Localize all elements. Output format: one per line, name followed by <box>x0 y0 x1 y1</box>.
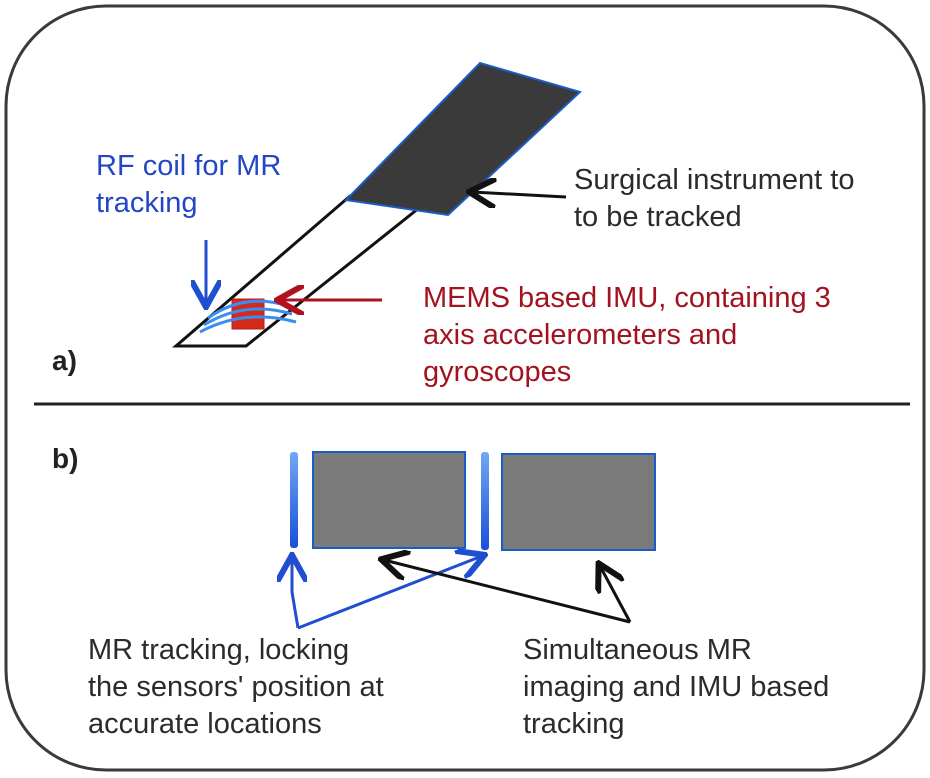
instrument-label-line: to be tracked <box>574 201 742 233</box>
simultaneous-arrow-2 <box>600 566 632 623</box>
mr-tracking-arrow-2 <box>297 556 482 630</box>
simultaneous-label: Simultaneous MR imaging and IMU based tr… <box>523 632 829 743</box>
simultaneous-arrow-1 <box>384 560 631 624</box>
panel-a-label: a) <box>52 345 77 376</box>
simultaneous-label-line: imaging and IMU based <box>523 671 830 703</box>
imu-label-line: gyroscopes <box>423 356 572 388</box>
mr-image-block-2 <box>501 453 656 551</box>
imu-label-line: axis accelerometers and <box>423 319 738 351</box>
instrument-label-line: Surgical instrument to <box>574 164 855 196</box>
imu-label-line: MEMS based IMU, containing 3 <box>423 282 831 314</box>
rf-coil-label-line: RF coil for MR <box>96 150 282 182</box>
mr-tracking-bar-2 <box>481 452 489 550</box>
panel-b-label: b) <box>52 443 79 474</box>
mr-tracking-arrow-1 <box>292 558 298 629</box>
mr-tracking-label-line: the sensors' position at <box>88 671 384 703</box>
mr-tracking-label-line: MR tracking, locking <box>88 634 350 666</box>
rf-coil-label: RF coil for MR tracking <box>96 148 281 222</box>
imu-label: MEMS based IMU, containing 3 axis accele… <box>423 280 831 391</box>
mr-tracking-label-line: accurate locations <box>88 708 322 740</box>
mr-image-block-1 <box>312 451 466 549</box>
instrument-label: Surgical instrument to to be tracked <box>574 162 854 236</box>
simultaneous-label-line: tracking <box>523 708 625 740</box>
simultaneous-label-line: Simultaneous MR <box>523 634 752 666</box>
mr-tracking-label: MR tracking, locking the sensors' positi… <box>88 632 384 743</box>
instrument-body <box>343 61 582 217</box>
outer-frame <box>4 4 926 772</box>
rf-coil-label-line: tracking <box>96 187 198 219</box>
rf-coil-winding <box>199 315 297 334</box>
mr-tracking-bar-1 <box>290 452 298 548</box>
instrument-arrow <box>472 192 567 197</box>
